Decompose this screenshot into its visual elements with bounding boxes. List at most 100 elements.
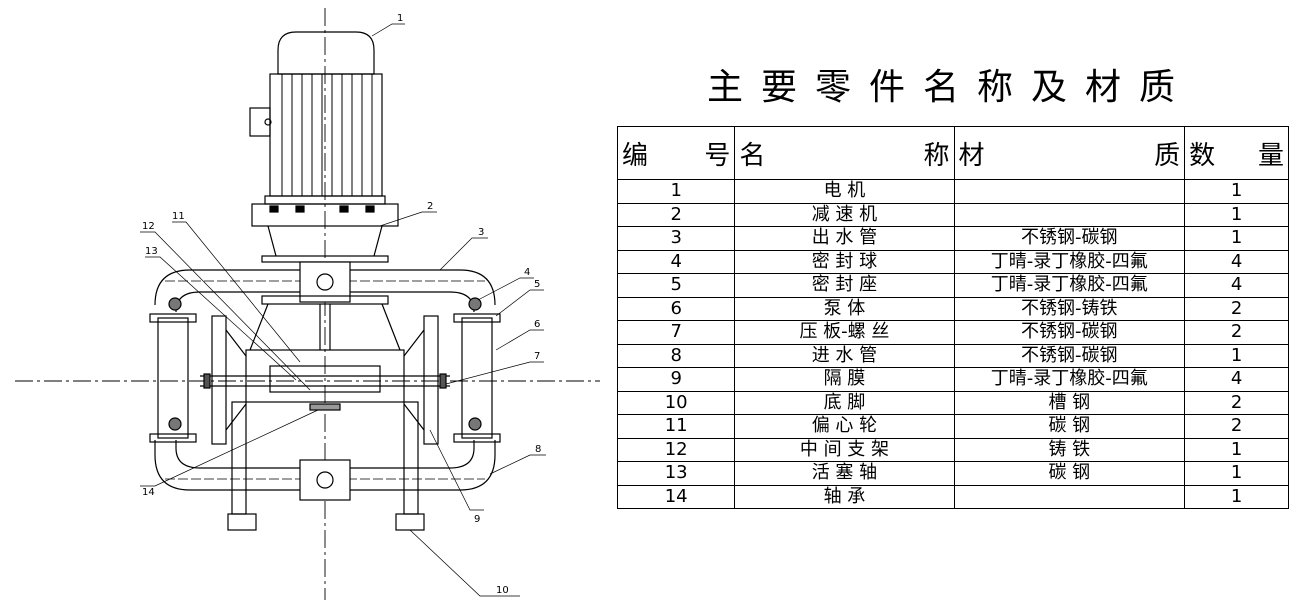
cell-material: 槽 钢: [953, 390, 1186, 415]
cell-name: 出 水 管: [734, 226, 955, 251]
table-title: 主要零件名称及材质: [706, 67, 1193, 108]
callout-1: 1: [397, 13, 403, 24]
cell-name: 进 水 管: [734, 343, 955, 368]
cell-material: [953, 179, 1186, 204]
cell-material: 丁晴-录丁橡胶-四氟: [953, 367, 1186, 392]
motor-body: [269, 73, 383, 197]
cell-name: 偏 心 轮: [734, 414, 955, 439]
cell-material: 碳 钢: [953, 461, 1186, 486]
callout-13: 13: [145, 246, 158, 257]
cell-qty: 4: [1184, 273, 1289, 298]
header-qty: 数量: [1184, 126, 1289, 180]
cell-qty: 2: [1184, 414, 1289, 439]
callout-12: 12: [142, 221, 155, 232]
cell-qty: 2: [1184, 320, 1289, 345]
cell-material: 丁晴-录丁橡胶-四氟: [953, 249, 1186, 274]
left-pump-body: [157, 317, 189, 439]
callout-8: 8: [535, 444, 541, 455]
callout-6: 6: [534, 319, 540, 330]
cell-qty: 1: [1184, 179, 1289, 204]
cell-no: 8: [616, 343, 736, 368]
cell-no: 3: [616, 226, 736, 251]
cell-qty: 1: [1184, 484, 1289, 509]
cell-material: 丁晴-录丁橡胶-四氟: [953, 273, 1186, 298]
cell-name: 活 塞 轴: [734, 461, 955, 486]
callout-labels: 1 2 3 4 5 6 7 8 9 10 11 12 13 14: [142, 13, 541, 596]
header-no: 编号: [616, 126, 736, 180]
cell-name: 电 机: [734, 179, 955, 204]
cell-qty: 1: [1184, 202, 1289, 227]
cell-material: [953, 484, 1186, 509]
cell-qty: 2: [1184, 390, 1289, 415]
cell-qty: 1: [1184, 226, 1289, 251]
cell-material: 碳 钢: [953, 414, 1186, 439]
cell-name: 底 脚: [734, 390, 955, 415]
cell-no: 12: [616, 437, 736, 462]
cell-no: 11: [616, 414, 736, 439]
cell-material: 不锈钢-碳钢: [953, 320, 1186, 345]
callout-11: 11: [172, 211, 185, 222]
cell-no: 14: [616, 484, 736, 509]
cell-no: 13: [616, 461, 736, 486]
cell-name: 压 板-螺 丝: [734, 320, 955, 345]
cell-qty: 2: [1184, 296, 1289, 321]
cell-qty: 1: [1184, 461, 1289, 486]
reducer-flange: [251, 203, 399, 227]
callout-10: 10: [496, 585, 509, 596]
cell-name: 隔 膜: [734, 367, 955, 392]
cell-name: 泵 体: [734, 296, 955, 321]
cell-name: 密 封 座: [734, 273, 955, 298]
callout-5: 5: [534, 279, 540, 290]
cell-no: 9: [616, 367, 736, 392]
cell-qty: 1: [1184, 437, 1289, 462]
cell-name: 中 间 支 架: [734, 437, 955, 462]
cell-no: 2: [616, 202, 736, 227]
header-material: 材质: [953, 126, 1186, 180]
cell-material: 铸 铁: [953, 437, 1186, 462]
callout-14: 14: [142, 487, 155, 498]
header-row: 编号 名称 材质 数量: [616, 126, 1289, 180]
cell-no: 10: [616, 390, 736, 415]
cell-no: 4: [616, 249, 736, 274]
cell-qty: 4: [1184, 249, 1289, 274]
motor-cap: [277, 31, 375, 75]
cell-material: 不锈钢-碳钢: [953, 226, 1186, 251]
right-pump-body: [461, 317, 493, 439]
left-diaphragm: [211, 315, 227, 445]
callout-7: 7: [534, 351, 540, 362]
cell-name: 轴 承: [734, 484, 955, 509]
cell-qty: 1: [1184, 343, 1289, 368]
cell-no: 7: [616, 320, 736, 345]
pump-assembly-drawing: 1 2 3 4 5 6 7 8 9 10 11 12 13 14: [15, 8, 600, 600]
cell-name: 减 速 机: [734, 202, 955, 227]
cell-material: 不锈钢-铸铁: [953, 296, 1186, 321]
header-name: 名称: [734, 126, 955, 180]
cell-no: 6: [616, 296, 736, 321]
callout-9: 9: [474, 514, 480, 525]
callout-4: 4: [524, 267, 530, 278]
cell-no: 1: [616, 179, 736, 204]
callout-2: 2: [427, 201, 433, 212]
callout-3: 3: [478, 227, 484, 238]
cell-material: [953, 202, 1186, 227]
cell-material: 不锈钢-碳钢: [953, 343, 1186, 368]
right-diaphragm: [423, 315, 439, 445]
cell-name: 密 封 球: [734, 249, 955, 274]
cell-no: 5: [616, 273, 736, 298]
cell-qty: 4: [1184, 367, 1289, 392]
